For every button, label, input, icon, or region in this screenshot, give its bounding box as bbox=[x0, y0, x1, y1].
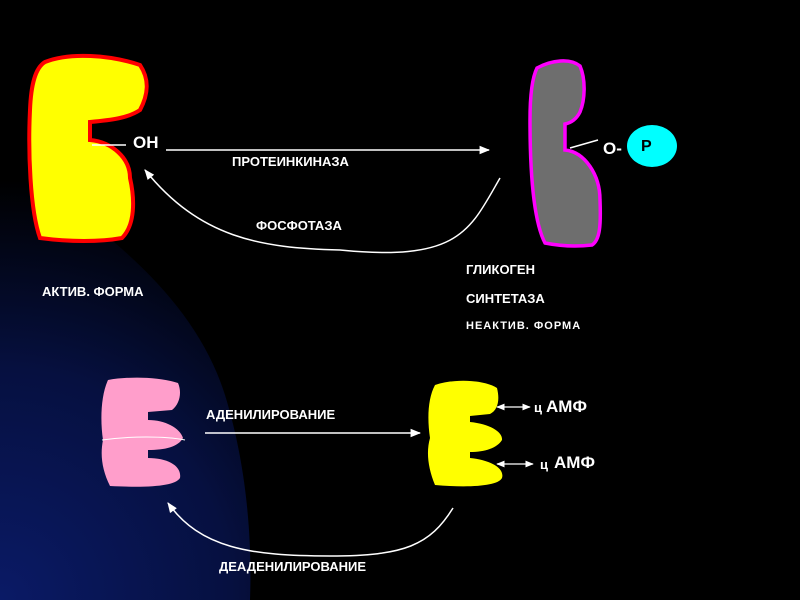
o-label: O- bbox=[603, 139, 622, 158]
o-bond-line bbox=[569, 139, 599, 149]
pink-enzyme-gap bbox=[101, 436, 186, 441]
oh-label: OH bbox=[133, 133, 159, 152]
deadenylation-arrow bbox=[167, 502, 454, 557]
phosphatase-arrow bbox=[144, 169, 501, 254]
inactive-form-label: НЕАКТИВ. ФОРМА bbox=[466, 320, 581, 332]
inactive-enzyme-shape bbox=[528, 59, 603, 248]
phosphatase-label: ФОСФОТАЗА bbox=[256, 218, 342, 233]
enzyme-name-line2: СИНТЕТАЗА bbox=[466, 291, 545, 306]
deadenylation-label: ДЕАДЕНИЛИРОВАНИЕ bbox=[219, 559, 366, 574]
camp-label-1: АМФ bbox=[546, 397, 587, 416]
phosphate-label: P bbox=[641, 138, 652, 155]
adenylation-label: АДЕНИЛИРОВАНИЕ bbox=[206, 407, 335, 422]
camp-label-2: АМФ bbox=[554, 453, 595, 472]
yellow-enzyme-shape bbox=[427, 380, 503, 487]
kinase-label: ПРОТЕИНКИНАЗА bbox=[232, 154, 349, 169]
active-enzyme-shape bbox=[27, 53, 149, 243]
enzyme-name-line1: ГЛИКОГЕН bbox=[466, 262, 535, 277]
active-form-label: АКТИВ. ФОРМА bbox=[42, 284, 144, 299]
pink-enzyme-shape bbox=[101, 377, 183, 487]
phosphate-circle bbox=[627, 125, 677, 167]
camp-prefix-1: ц bbox=[534, 400, 542, 415]
camp-prefix-2: ц bbox=[540, 457, 548, 472]
